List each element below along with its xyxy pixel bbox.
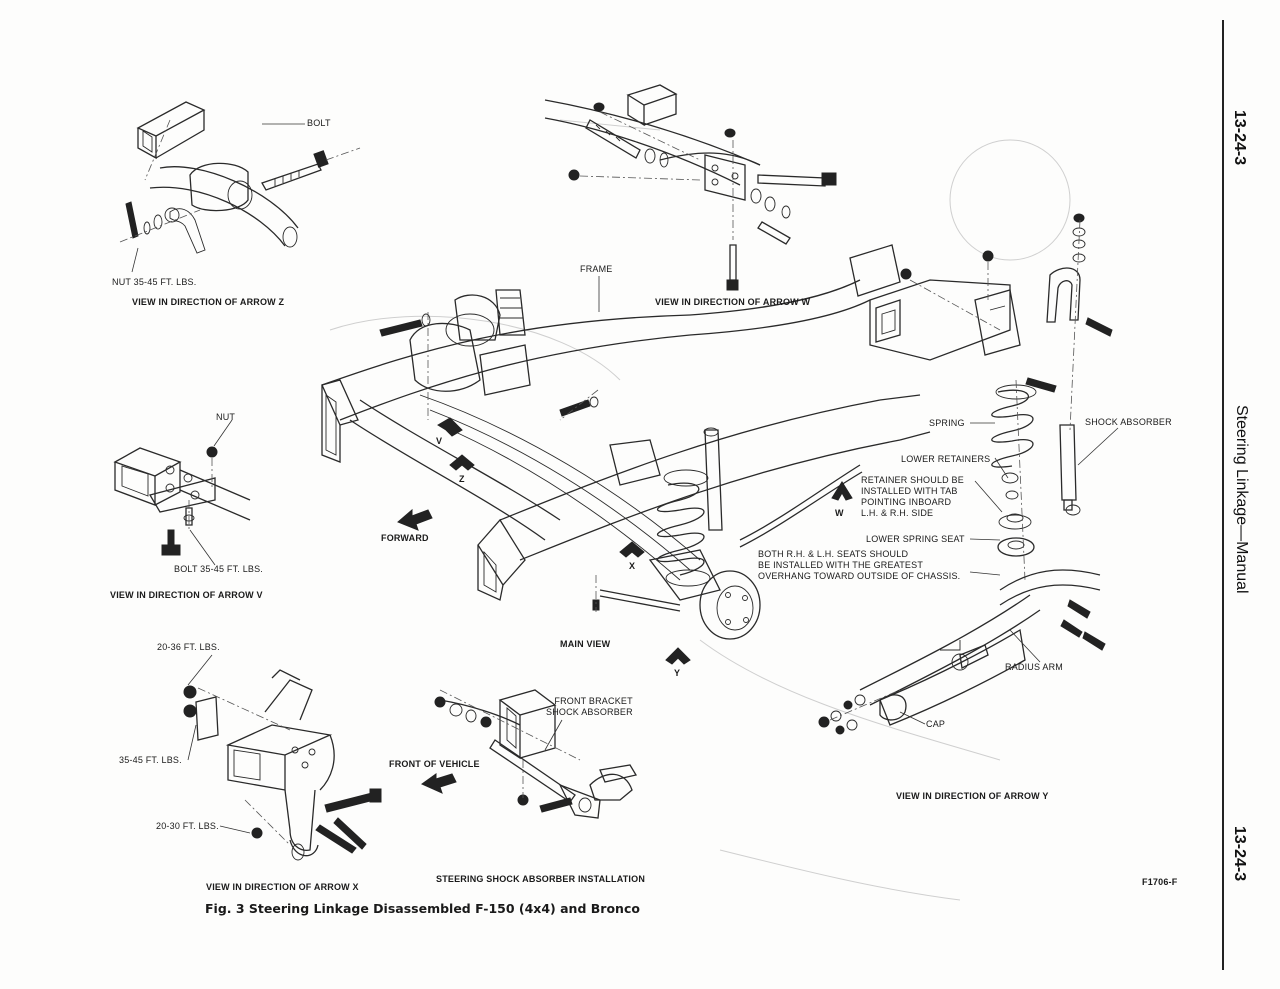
view-w-title: VIEW IN DIRECTION OF ARROW W [655, 297, 811, 307]
view-y-drawing [818, 213, 1119, 735]
forward-arrow [397, 508, 433, 531]
nut-label: NUT [216, 412, 236, 422]
torque-20-30-label: 20-30 FT. LBS. [156, 821, 219, 831]
arrow-y-label: Y [674, 668, 681, 678]
main-view-drawing [321, 276, 931, 665]
arrow-w-marker [831, 481, 853, 501]
section-number-bottom: 13-24-3 [1231, 826, 1248, 882]
main-view-title: MAIN VIEW [560, 639, 611, 649]
arrow-x-marker [619, 541, 645, 558]
arrow-z-marker [449, 454, 475, 471]
arrow-y-marker [665, 647, 691, 665]
front-bracket-shock-label: FRONT BRACKET SHOCK ABSORBER [546, 696, 633, 717]
arrow-x-label: X [629, 561, 636, 571]
view-z-title: VIEW IN DIRECTION OF ARROW Z [132, 297, 285, 307]
retainer-note: RETAINER SHOULD BE INSTALLED WITH TAB PO… [861, 475, 964, 518]
steering-shock-drawing [421, 689, 638, 819]
frame-label: FRAME [580, 264, 613, 274]
right-coil-spring [991, 384, 1037, 468]
front-of-vehicle-arrow [421, 773, 457, 794]
seats-note: BOTH R.H. & L.H. SEATS SHOULD BE INSTALL… [758, 549, 961, 581]
figure-caption: Fig. 3 Steering Linkage Disassembled F-1… [205, 901, 640, 916]
view-x-drawing [183, 654, 382, 861]
side-divider-rule [1222, 20, 1224, 970]
section-number-top: 13-24-3 [1231, 110, 1248, 166]
bleed-through-ghost [329, 119, 1071, 901]
lower-retainers-label: LOWER RETAINERS [901, 454, 991, 464]
radius-arm-label: RADIUS ARM [1005, 662, 1064, 672]
arrow-v-label: V [436, 436, 443, 446]
cap-label: CAP [926, 719, 946, 729]
view-w-drawing [544, 84, 837, 291]
view-y-title: VIEW IN DIRECTION OF ARROW Y [896, 791, 1049, 801]
view-x-title: VIEW IN DIRECTION OF ARROW X [206, 882, 359, 892]
bolt-torque-label: BOLT 35-45 FT. LBS. [174, 564, 264, 574]
steering-shock-title: STEERING SHOCK ABSORBER INSTALLATION [436, 874, 646, 884]
arrow-z-label: Z [459, 474, 465, 484]
view-v-drawing [113, 419, 251, 566]
front-of-vehicle-label: FRONT OF VEHICLE [389, 759, 480, 769]
lower-spring-seat-label: LOWER SPRING SEAT [866, 534, 965, 544]
arrow-v-marker [437, 417, 463, 437]
figure-code: F1706-F [1142, 877, 1178, 887]
main-coil-spring [657, 469, 711, 587]
view-z-drawing [119, 101, 361, 273]
section-title: Steering Linkage—Manual [1233, 405, 1250, 594]
arrow-w-label: W [835, 508, 844, 518]
torque-20-36-label: 20-36 FT. LBS. [157, 642, 220, 652]
bolt-label: BOLT [307, 118, 331, 128]
view-v-title: VIEW IN DIRECTION OF ARROW V [110, 590, 263, 600]
nut-torque-label: NUT 35-45 FT. LBS. [112, 277, 197, 287]
shock-absorber-label: SHOCK ABSORBER [1085, 417, 1172, 427]
torque-35-45-label: 35-45 FT. LBS. [119, 755, 182, 765]
forward-label: FORWARD [381, 533, 429, 543]
spring-label: SPRING [929, 418, 965, 428]
